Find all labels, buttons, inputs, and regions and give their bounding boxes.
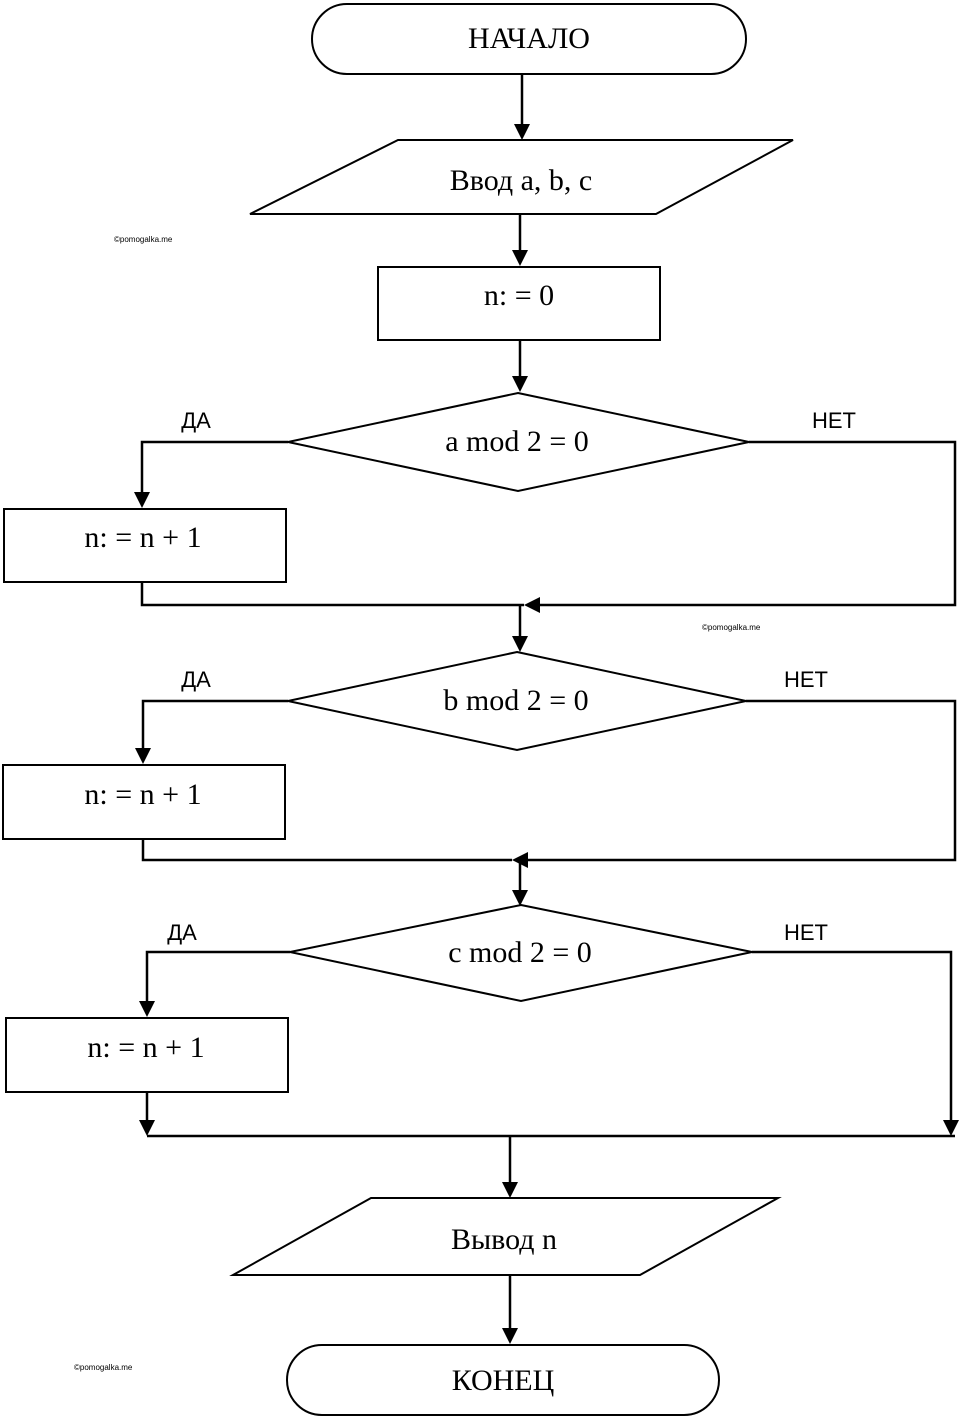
watermark: ©pomogalka.me [114,235,173,244]
connector-decision1-no [538,440,957,607]
arrowhead [139,1001,155,1017]
action-a-process [3,508,287,583]
connector-decision2-yes [141,699,288,750]
arrowhead [512,376,528,392]
decision-c-label: c mod 2 = 0 [448,936,592,969]
decision-b-no-label: НЕТ [784,667,828,692]
init-label: n: = 0 [484,279,554,312]
connector-decision3-no [752,950,953,1122]
decision-a-no-label: НЕТ [812,408,856,433]
decision-a-yes-label: ДА [181,408,211,433]
arrowhead [943,1120,959,1136]
init-process [377,266,661,341]
decision-a [287,391,750,493]
arrowhead [512,636,528,652]
decision-c-yes-label: ДА [167,920,197,945]
decision-b-label: b mod 2 = 0 [443,684,588,717]
action-b-label: n: = n + 1 [84,778,201,811]
watermark: ©pomogalka.me [702,623,761,632]
end-label: КОНЕЦ [452,1364,555,1397]
arrowhead [514,124,530,140]
decision-b [287,650,747,752]
arrowhead [524,597,540,613]
decision-c-no-label: НЕТ [784,920,828,945]
arrowhead [502,1182,518,1198]
input-label: Ввод a, b, c [450,164,593,197]
connector-decision3-yes [145,950,290,1003]
action-b-process [2,764,286,840]
arrowhead [502,1328,518,1344]
arrowhead [135,748,151,764]
connector-action1-merge [140,582,524,607]
action-c-label: n: = n + 1 [87,1031,204,1064]
arrowhead [512,890,528,906]
input-parallelogram [249,139,794,215]
connector-decision2-no [526,699,957,862]
action-a-label: n: = n + 1 [84,521,201,554]
start-terminal [311,3,747,75]
end-terminal [286,1344,720,1416]
arrowhead [139,1120,155,1136]
arrowhead [512,250,528,266]
connector-decision1-yes [140,440,288,494]
start-label: НАЧАЛО [468,22,590,55]
arrowhead [134,492,150,508]
output-label: Вывод n [451,1223,557,1256]
decision-b-yes-label: ДА [181,667,211,692]
watermark: ©pomogalka.me [74,1363,133,1372]
output-parallelogram [229,1197,782,1276]
action-c-process [5,1017,289,1093]
decision-c [289,903,753,1003]
connector-action2-merge [141,839,512,862]
decision-a-label: a mod 2 = 0 [445,425,589,458]
